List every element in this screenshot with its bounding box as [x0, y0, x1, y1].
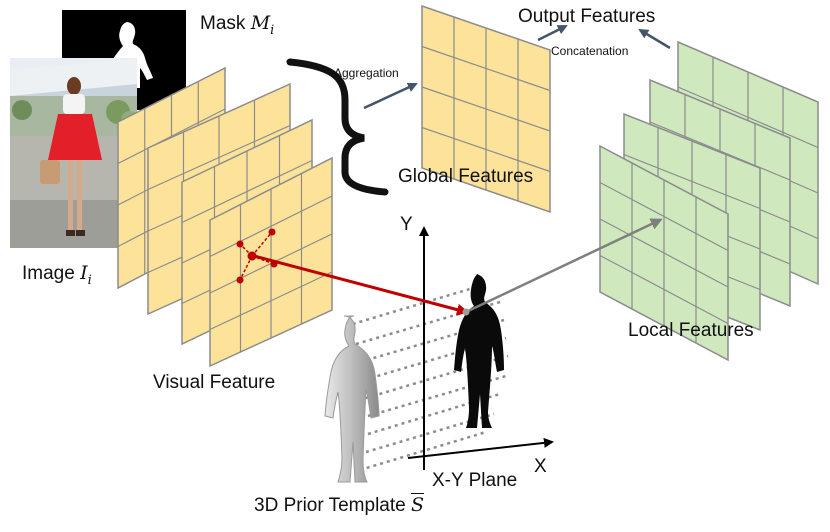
mask-label-text: Mask	[200, 13, 246, 34]
concatenation-label: Concatenation	[551, 44, 629, 58]
global-features-grid	[421, 4, 551, 214]
sampling-arrow	[253, 254, 469, 316]
output-arrow-right	[638, 28, 671, 50]
local-features-stack	[599, 40, 819, 362]
output-arrow-left	[537, 24, 568, 42]
visual-feature-stack	[117, 66, 333, 368]
local-feature-arrow	[465, 218, 663, 314]
template-symbol: S	[411, 494, 425, 516]
mask-silhouette-icon	[103, 22, 153, 88]
image-symbol: I	[80, 262, 88, 284]
input-photo	[10, 58, 139, 248]
projected-silhouette-icon	[454, 274, 504, 428]
xy-plane-label: X-Y Plane	[432, 470, 518, 491]
aggregation-arrow	[363, 82, 418, 110]
image-label-text: Image	[22, 263, 75, 284]
visual-feature-label: Visual Feature	[153, 372, 276, 393]
template-label: 3D Prior Template S	[254, 494, 424, 517]
template-label-text: 3D Prior Template	[254, 495, 406, 516]
mask-label: Mask Mi	[200, 12, 274, 38]
curly-brace-icon	[286, 58, 389, 196]
mask-symbol: M	[250, 12, 271, 34]
person-photo-icon	[40, 77, 102, 236]
aggregation-label: Aggregation	[334, 66, 399, 80]
local-plane-4	[599, 144, 729, 362]
global-features-label: Global Features	[398, 166, 534, 187]
x-axis	[407, 437, 554, 459]
3d-human-template-icon	[324, 315, 380, 483]
y-axis-label: Y	[400, 214, 413, 235]
image-subscript: i	[87, 272, 92, 288]
sampling-points	[236, 228, 278, 284]
output-features-label: Output Features	[518, 6, 656, 27]
mask-subscript: i	[270, 22, 275, 38]
image-label: Image Ii	[22, 262, 92, 288]
local-features-label: Local Features	[628, 320, 754, 341]
x-axis-label: X	[534, 456, 547, 477]
